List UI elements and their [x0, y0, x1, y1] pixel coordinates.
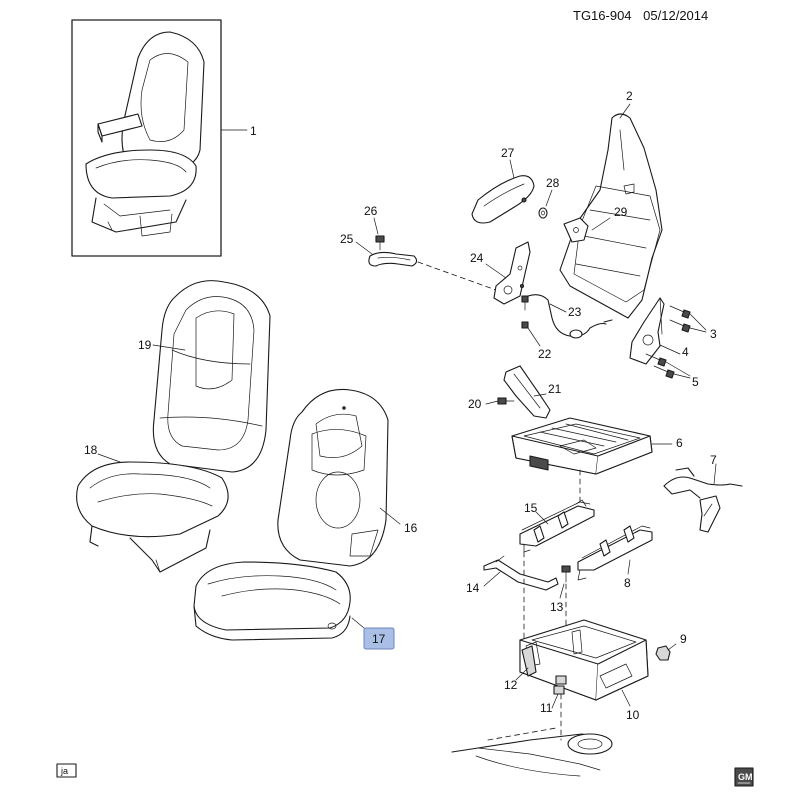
- callout-28: 28: [546, 176, 560, 190]
- screws-22[interactable]: [521, 295, 529, 329]
- armrest-pivot[interactable]: [563, 217, 589, 243]
- figure-date: 05/12/2014: [643, 8, 709, 23]
- lumbar-control[interactable]: [663, 467, 743, 533]
- callout-7: 7: [710, 453, 717, 467]
- seat-back-frame[interactable]: [559, 113, 663, 319]
- callout-5: 5: [692, 375, 699, 389]
- author-tag: ja: [60, 766, 68, 776]
- seat-cushion-frame[interactable]: [511, 417, 653, 475]
- callout-6: 6: [676, 436, 683, 450]
- author-tag-box: [56, 763, 77, 778]
- callout-21: 21: [548, 382, 562, 396]
- inset-frame: [71, 19, 222, 257]
- seat-cushion-cover[interactable]: [76, 461, 229, 573]
- seat-base[interactable]: [519, 619, 649, 701]
- bolts-5[interactable]: [645, 353, 675, 379]
- screw-20[interactable]: [497, 397, 515, 405]
- adjuster-handle[interactable]: [483, 555, 559, 591]
- callout-23: 23: [568, 305, 582, 319]
- callout-25: 25: [340, 232, 354, 246]
- callout-18: 18: [84, 443, 98, 457]
- seat-cushion-pad[interactable]: [193, 561, 351, 641]
- figure-id: TG16-904: [573, 8, 632, 23]
- recliner-bracket[interactable]: [493, 241, 531, 305]
- floor-detail: [451, 727, 613, 777]
- recliner-cable[interactable]: [527, 294, 613, 339]
- callout-12: 12: [504, 678, 518, 692]
- callout-3: 3: [710, 327, 717, 341]
- callout-27: 27: [501, 146, 515, 160]
- callout-19: 19: [138, 338, 152, 352]
- complete-seat-inset[interactable]: [71, 19, 222, 257]
- gm-logo: GM: [734, 767, 754, 787]
- callout-14: 14: [466, 581, 480, 595]
- callout-16: 16: [404, 521, 418, 535]
- seat-back-cover[interactable]: [152, 280, 271, 473]
- callout-2: 2: [626, 89, 633, 103]
- highlighted-callout-box: [363, 627, 395, 650]
- callout-29: 29: [614, 205, 628, 219]
- callout-22: 22: [538, 347, 552, 361]
- callout-10: 10: [626, 708, 640, 722]
- callout-20: 20: [468, 397, 482, 411]
- armrest[interactable]: [471, 175, 535, 224]
- figure-header: TG16-904 05/12/2014: [573, 8, 708, 23]
- callout-13: 13: [550, 600, 564, 614]
- bolts-3[interactable]: [669, 305, 691, 333]
- inset-backrest: [121, 31, 205, 171]
- callout-26: 26: [364, 204, 378, 218]
- base-bracket[interactable]: [521, 645, 537, 677]
- bolt-13[interactable]: [561, 565, 571, 583]
- callout-24: 24: [470, 251, 484, 265]
- side-panel[interactable]: [503, 365, 551, 419]
- washer[interactable]: [538, 207, 548, 219]
- seat-back-pad[interactable]: [277, 388, 389, 567]
- callout-11: 11: [540, 701, 553, 715]
- callout-15: 15: [524, 501, 538, 515]
- callout-1: 1: [250, 124, 257, 138]
- nut-9[interactable]: [655, 645, 671, 661]
- screw-26[interactable]: [375, 235, 385, 251]
- callout-8: 8: [624, 576, 631, 590]
- recliner-mechanism[interactable]: [629, 297, 665, 365]
- recliner-handle[interactable]: [368, 251, 418, 267]
- callout-4: 4: [682, 345, 689, 359]
- inset-cushion: [85, 149, 197, 199]
- svg-text:GM: GM: [738, 772, 753, 782]
- callout-9: 9: [680, 632, 687, 646]
- callout-17: 17: [372, 632, 386, 646]
- bolts-11[interactable]: [553, 675, 567, 741]
- seat-adjuster-right[interactable]: [577, 525, 653, 581]
